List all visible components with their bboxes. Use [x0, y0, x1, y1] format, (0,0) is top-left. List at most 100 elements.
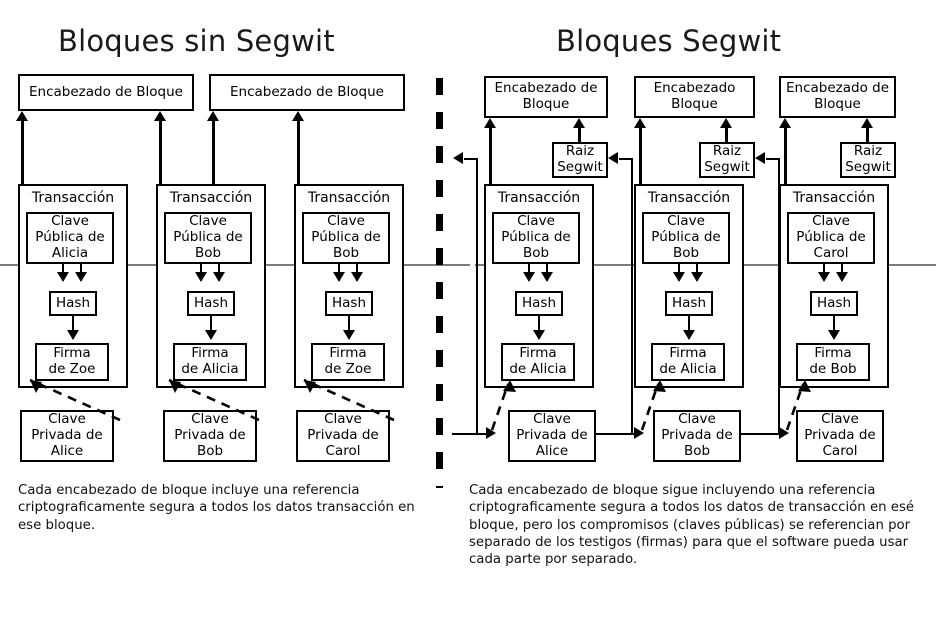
right-private-key-3: Clave Privada de Carol: [796, 410, 884, 462]
right-hash-arrow-3: [828, 330, 840, 340]
right-public-key-1: Clave Pública de Bob: [492, 212, 580, 264]
left-panel-title: Bloques sin Segwit: [58, 24, 335, 58]
right-transaction-label-2: Transacción: [647, 190, 731, 206]
left-hash-arrow-3: [343, 330, 355, 340]
right-hash-arrow-2: [683, 330, 695, 340]
right-hash-2: Hash: [665, 291, 713, 316]
left-signature-3: Firma de Zoe: [311, 343, 385, 381]
right-root-arrow-1: [573, 118, 585, 128]
right-sign-dashed-1: [486, 372, 532, 438]
right-pk-arrow-2a: [673, 272, 685, 282]
right-pk-line-2a: [678, 264, 680, 274]
left-public-key-2: Clave Pública de Bob: [164, 212, 252, 264]
left-private-key-3: Clave Privada de Carol: [296, 410, 390, 462]
left-block-header-1: Encabezado de Bloque: [18, 74, 194, 111]
left-hash-arrow-2: [205, 330, 217, 340]
right-pk-line-3b: [841, 264, 843, 274]
right-privkey-flow-arrow-3: [486, 427, 496, 439]
right-pk-line-2b: [696, 264, 698, 274]
right-hash-line-1: [538, 316, 540, 333]
right-hash-line-2: [688, 316, 690, 333]
right-privkey-flow-1: [596, 433, 636, 435]
left-sign-dashed-1: [16, 368, 126, 424]
panel-divider: [436, 78, 443, 488]
right-public-key-2: Clave Pública de Bob: [642, 212, 730, 264]
right-pk-line-1b: [546, 264, 548, 274]
right-conn-1: [489, 128, 492, 185]
left-conn-2: [159, 121, 162, 186]
left-pk-line-3a: [338, 264, 340, 274]
right-witness-v-1: [631, 158, 633, 434]
right-private-key-1: Clave Privada de Alice: [508, 410, 596, 462]
left-caption: Cada encabezado de bloque incluye una re…: [18, 483, 415, 533]
left-signature-1: Firma de Zoe: [35, 343, 109, 381]
right-root-conn-3: [866, 128, 869, 144]
right-privkey-flow-arrow-1: [634, 427, 644, 439]
left-sign-dashed-3: [290, 368, 400, 424]
left-private-key-2: Clave Privada de Bob: [163, 410, 257, 462]
left-pk-arrow-3b: [351, 272, 363, 282]
right-sign-dashed-2: [636, 372, 682, 438]
right-transaction-label-3: Transacción: [792, 190, 876, 206]
right-pk-arrow-1a: [523, 272, 535, 282]
left-arrow-up-2: [154, 111, 166, 121]
right-root-arrow-2: [720, 118, 732, 128]
right-witness-h-3: [464, 158, 478, 160]
right-block-header-2: Encabezado Bloque: [634, 76, 755, 118]
left-pk-arrow-3a: [333, 272, 345, 282]
left-transaction-label-3: Transacción: [307, 190, 391, 206]
left-conn-4: [297, 121, 300, 186]
right-privkey-flow-2: [741, 433, 781, 435]
right-witness-h-2: [766, 158, 780, 160]
right-arrow-up-2: [634, 118, 646, 128]
right-pk-line-1a: [528, 264, 530, 274]
right-witness-arrow-1: [608, 152, 618, 164]
left-conn-3: [212, 121, 215, 186]
left-pk-line-2a: [200, 264, 202, 274]
left-public-key-1: Clave Pública de Alicia: [26, 212, 114, 264]
left-transaction-label-2: Transacción: [169, 190, 253, 206]
left-signature-2: Firma de Alicia: [173, 343, 247, 381]
right-privkey-flow-arrow-2: [779, 427, 789, 439]
right-hash-line-3: [833, 316, 835, 333]
right-pk-arrow-1b: [541, 272, 553, 282]
left-hash-line-2: [210, 316, 212, 333]
right-pk-arrow-2b: [691, 272, 703, 282]
right-conn-2: [639, 128, 642, 185]
right-root-arrow-3: [861, 118, 873, 128]
left-pk-line-2b: [218, 264, 220, 274]
right-witness-arrow-2: [755, 152, 765, 164]
right-hash-arrow-1: [533, 330, 545, 340]
right-witness-v-2: [778, 158, 780, 434]
right-conn-3: [784, 128, 787, 185]
right-hash-3: Hash: [810, 291, 858, 316]
right-signature-1: Firma de Alicia: [501, 343, 575, 381]
left-block-header-2: Encabezado de Bloque: [209, 74, 405, 111]
right-privkey-flow-3: [452, 433, 488, 435]
right-block-header-3: Encabezado de Bloque: [779, 76, 896, 118]
right-sign-dashed-3: [781, 372, 827, 438]
left-pk-arrow-1a: [57, 272, 69, 282]
right-signature-3: Firma de Bob: [796, 343, 870, 381]
right-hash-1: Hash: [515, 291, 563, 316]
left-pk-line-1a: [62, 264, 64, 274]
right-arrow-up-3: [779, 118, 791, 128]
right-block-header-1: Encabezado de Bloque: [484, 76, 608, 118]
right-pk-arrow-3b: [836, 272, 848, 282]
right-root-conn-2: [725, 128, 728, 144]
right-private-key-2: Clave Privada de Bob: [653, 410, 741, 462]
left-arrow-up-4: [292, 111, 304, 121]
right-pk-arrow-3a: [818, 272, 830, 282]
left-hash-line-3: [348, 316, 350, 333]
right-segwit-root-1: Raiz Segwit: [552, 142, 608, 178]
right-pk-line-3a: [823, 264, 825, 274]
right-segwit-root-2: Raiz Segwit: [699, 142, 755, 178]
right-public-key-3: Clave Pública de Carol: [787, 212, 875, 264]
right-witness-v-3: [476, 158, 478, 434]
left-sign-dashed-2: [155, 368, 265, 424]
left-conn-1: [21, 121, 24, 186]
left-public-key-3: Clave Pública de Bob: [302, 212, 390, 264]
right-arrow-up-1: [484, 118, 496, 128]
right-segwit-root-3: Raiz Segwit: [840, 142, 896, 178]
